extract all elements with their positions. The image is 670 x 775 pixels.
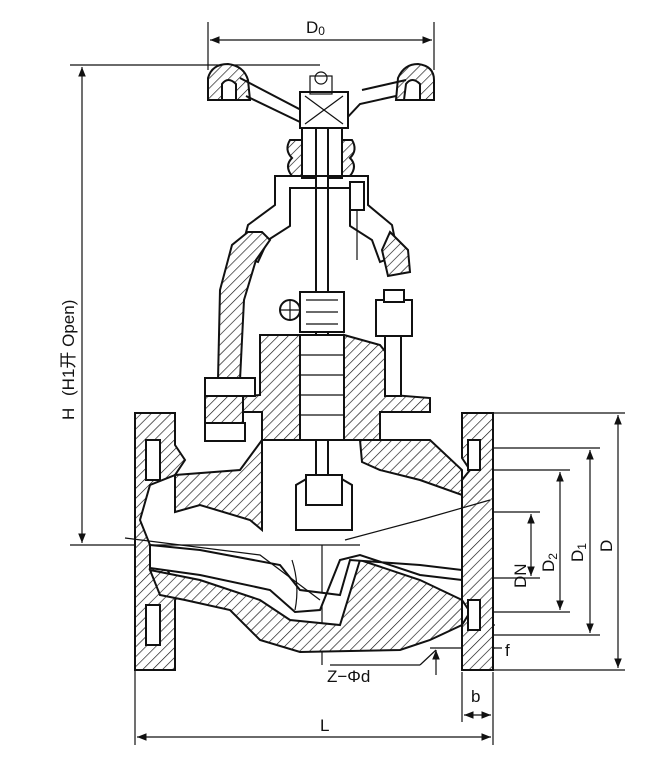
label-f: f [505, 641, 510, 660]
label-h1-open: (H1开 Open) [59, 300, 78, 396]
label-d2-group: D2 [539, 553, 560, 572]
dimension-l [134, 670, 494, 745]
label-h-group: H (H1开 Open) [59, 300, 78, 420]
valve-body [124, 412, 494, 671]
label-d: D [597, 540, 616, 552]
label-l: L [320, 716, 329, 735]
dimension-b [461, 672, 494, 722]
dimension-d0 [207, 22, 435, 70]
label-d1: D1 [568, 543, 589, 562]
label-h: H [59, 408, 78, 420]
label-d2: D2 [539, 553, 560, 572]
label-d0: D0 [306, 18, 325, 38]
label-dn-group: DN [511, 563, 530, 588]
label-d1-group: D1 [568, 543, 589, 562]
label-b: b [471, 687, 480, 706]
handwheel [207, 62, 435, 129]
label-dn: DN [511, 563, 530, 588]
label-d-group: D [597, 540, 616, 552]
dimension-dn-d2-d1-d [490, 412, 625, 671]
bonnet [204, 289, 431, 442]
label-z-phi-d: Z−Φd [327, 667, 370, 686]
